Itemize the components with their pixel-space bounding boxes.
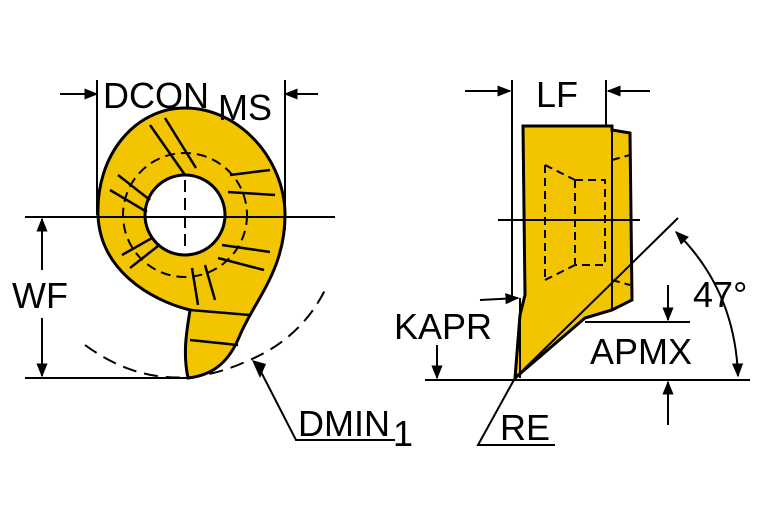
facet-lines [109,117,276,347]
side-view: LF APMX 47° KAPR RE [394,74,750,448]
re-leader [476,377,555,446]
angle-label: 47° [693,274,747,315]
dmin-subscript: 1 [393,413,413,454]
dmin-leader-arrowhead [252,360,266,378]
hidden-hole-lines [544,154,631,286]
lf-label: LF [536,74,578,115]
dmin-leader [257,365,395,441]
angle-arc [675,231,744,378]
re-label: RE [500,407,550,448]
dcon-subscript: MS [218,87,272,128]
dmin-dashed-arc [84,289,326,379]
dmin-label: DMIN [298,403,390,444]
kapr-label: KAPR [394,306,492,347]
front-view: DCON MS WF DMIN 1 [12,75,413,454]
apmx-label: APMX [590,331,692,372]
wf-label: WF [12,275,68,316]
dcon-label: DCON [103,75,209,116]
hidden-inner-circle [122,152,248,278]
kapr-leader [479,293,520,305]
angle-edge-line [514,217,679,379]
